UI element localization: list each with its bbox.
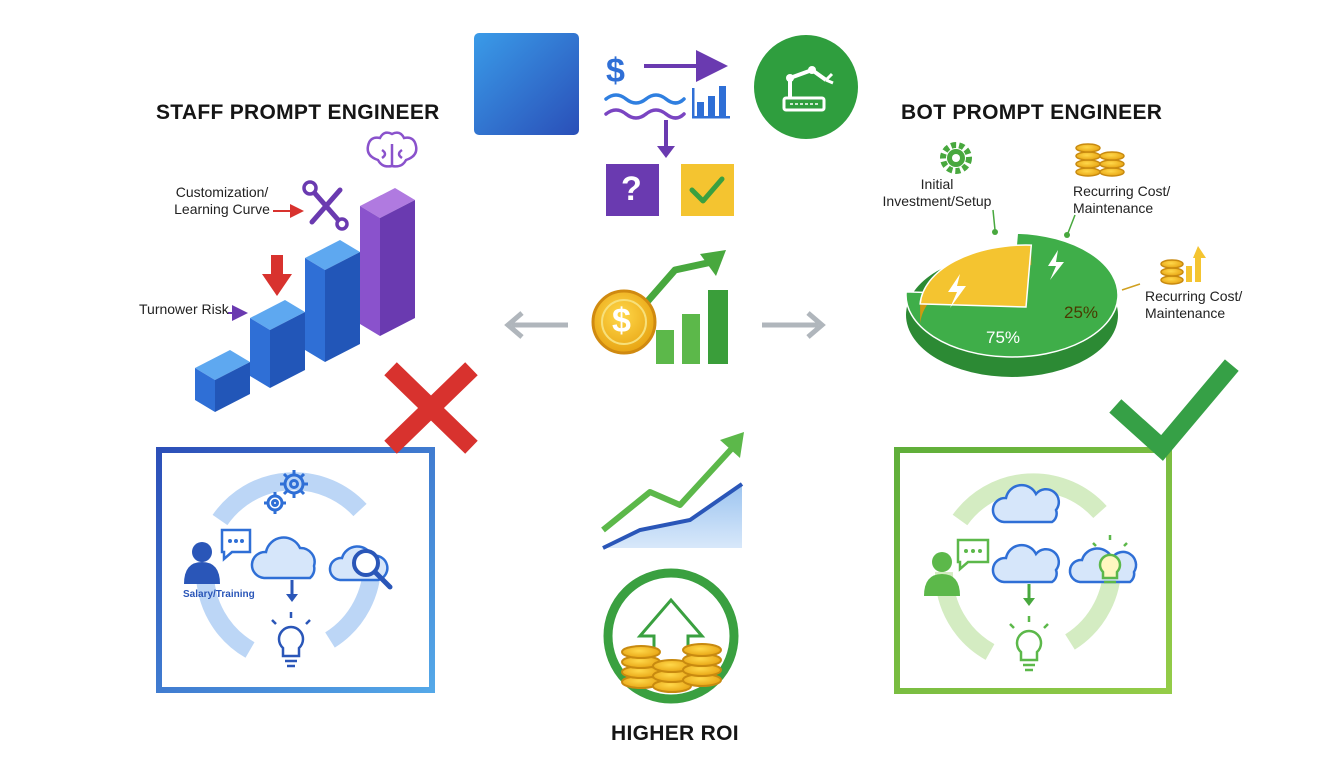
- brain-icon: [366, 131, 418, 168]
- pie-chart: [905, 232, 1119, 377]
- tools-icon: [302, 180, 349, 231]
- label-recurring-right: Recurring Cost/ Maintenance: [1145, 288, 1243, 321]
- cloud-search-icon: [328, 545, 393, 590]
- pie-slice: [919, 244, 1033, 308]
- right-heading: BOT PROMPT ENGINEER: [901, 101, 1163, 124]
- left-heading: STAFF PROMPT ENGINEER: [156, 101, 440, 124]
- left-bar-chart: [195, 188, 415, 412]
- bar-chart-icon: [692, 86, 730, 119]
- arrow-left-grey-icon: [504, 311, 568, 339]
- red-arrow-down-icon: [262, 255, 292, 296]
- person-icon: [184, 542, 220, 584]
- green-check-icon: [1109, 359, 1239, 461]
- red-x-icon: [384, 362, 478, 454]
- arrow-down-icon: [657, 120, 675, 158]
- leader-line-right: [1121, 283, 1141, 291]
- pie-label-large: 75%: [986, 328, 1021, 347]
- settings-gear-icon: [940, 142, 972, 174]
- down-arrow-green-icon: [1023, 584, 1035, 606]
- cloud-icon-center: [991, 543, 1061, 584]
- coin-growth-icon: [591, 250, 728, 364]
- robot-arm-icon: [754, 35, 858, 139]
- right-process-frame: [894, 447, 1172, 694]
- arrow-right-grey-icon: [762, 311, 826, 339]
- leader-line-recurring: [1064, 214, 1076, 238]
- label-customization: Customization/ Learning Curve: [174, 184, 270, 217]
- pie-label-small: 25%: [1064, 303, 1099, 322]
- check-icon: [681, 164, 734, 216]
- gear-icon: [264, 470, 308, 514]
- cloud-icon: [250, 536, 316, 580]
- label-recurring-top: Recurring Cost/ Maintenance: [1073, 183, 1171, 216]
- wave-icon: [604, 93, 686, 120]
- coin-dollar-glyph: $: [612, 302, 631, 340]
- coin-stack-arrow-icon: [603, 568, 739, 704]
- cloud-icon-top: [991, 483, 1061, 524]
- cloud-lightbulb-icon: [1068, 535, 1138, 584]
- coin-bars-icon: [1160, 246, 1206, 285]
- question-icon: [606, 164, 659, 216]
- lightning-icon-top: [1048, 250, 1064, 280]
- label-salary: Salary/Training: [183, 589, 255, 600]
- coin-stack-icon: [1075, 143, 1125, 177]
- person-icon-green: [924, 552, 960, 596]
- down-arrow-small-icon: [286, 580, 298, 602]
- lightning-icon-left: [948, 274, 966, 308]
- label-initial: Initial Investment/Setup: [882, 176, 992, 209]
- chat-bubble-icon-green: [956, 538, 990, 572]
- leader-line-initial: [992, 209, 998, 235]
- question-glyph: ?: [621, 170, 642, 208]
- footer-title: HIGHER ROI: [611, 722, 739, 745]
- lightbulb-icon: [271, 612, 311, 668]
- label-turnover: Turnower Risk: [139, 301, 229, 317]
- dollar-icon: $: [606, 52, 625, 90]
- trend-chart-icon: [601, 432, 744, 550]
- blue-square-icon: [474, 33, 579, 135]
- left-process-frame: [156, 447, 435, 693]
- lightbulb-icon-green: [1009, 616, 1049, 672]
- chat-bubble-icon: [220, 528, 252, 562]
